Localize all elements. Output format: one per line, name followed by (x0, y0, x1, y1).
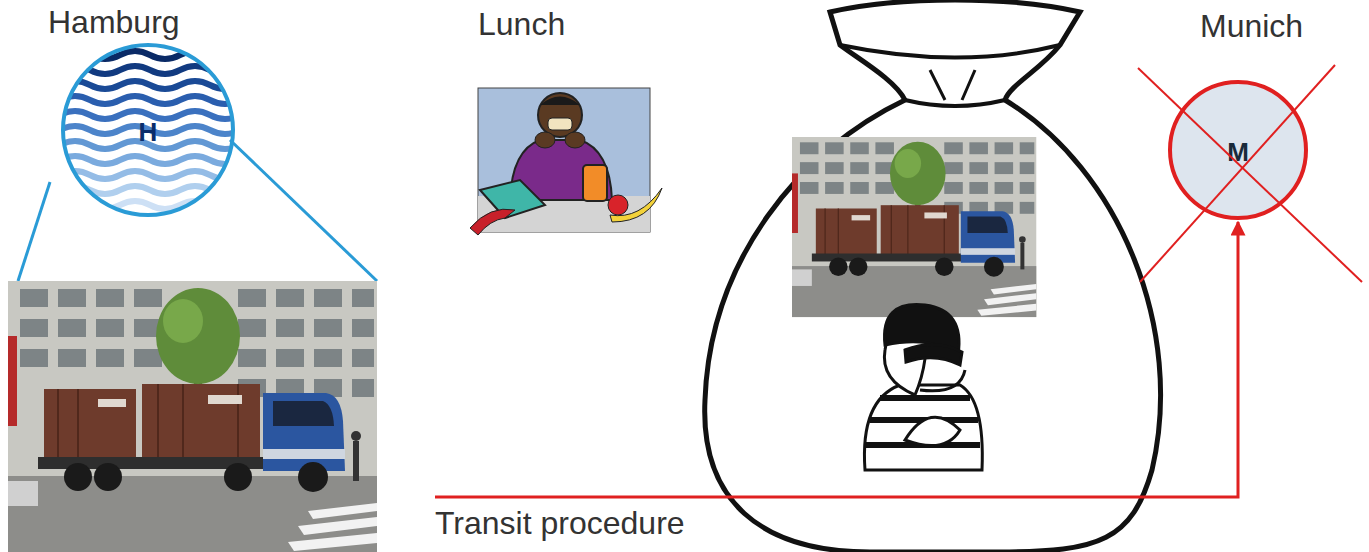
zoom-line (230, 140, 377, 281)
lunch-clipart (540, 97, 580, 106)
lunch-clipart (565, 132, 585, 148)
truck-photo (792, 137, 1036, 317)
thief-figure (920, 370, 965, 391)
thief-figure (864, 305, 982, 471)
cross-out (1140, 65, 1335, 282)
zoom-line (18, 140, 377, 281)
sack-outline (840, 45, 1060, 58)
lunch-clipart (470, 88, 662, 235)
lunch-clipart (608, 195, 628, 215)
edge-label: Transit procedure (435, 505, 685, 542)
thief-figure (905, 344, 962, 365)
wave-pattern (60, 156, 240, 164)
lunch-clipart (583, 165, 607, 201)
wave-pattern (60, 201, 240, 209)
wave-pattern (60, 81, 240, 89)
wave-pattern (60, 51, 240, 59)
transit-arrow (435, 222, 1238, 497)
thief-figure (866, 398, 980, 445)
cross-out (1138, 65, 1362, 282)
wave-pattern (60, 42, 240, 222)
sack-outline (705, 0, 1161, 552)
cross-out (1138, 68, 1362, 282)
location-circle: HamburgH (0, 0, 435, 552)
circle-outline (0, 0, 435, 552)
place-name: Hamburg (48, 4, 180, 41)
sack-outline (705, 0, 1161, 552)
lunch-clipart (535, 132, 555, 148)
location-circle: MunichM (1168, 80, 1308, 220)
circle-shape (63, 45, 233, 215)
step-label: Lunch (478, 6, 565, 43)
lunch-clipart (610, 188, 662, 222)
wave-pattern (60, 171, 240, 179)
lunch-clipart (470, 209, 515, 235)
truck-photo (8, 281, 377, 552)
lunch-clipart (548, 118, 572, 130)
lunch-clipart (538, 93, 582, 137)
zoom-line (18, 182, 50, 281)
place-initial: H (139, 117, 158, 148)
thief-figure (905, 417, 960, 445)
sack-outline (905, 100, 1005, 106)
sack-outline (930, 70, 975, 100)
wave-pattern (60, 96, 240, 104)
place-initial: M (1227, 137, 1249, 168)
thief-figure (864, 385, 982, 470)
thief-figure (880, 395, 970, 401)
place-name: Munich (1200, 8, 1303, 45)
circle-shape (1170, 82, 1306, 218)
wave-pattern (60, 42, 240, 222)
